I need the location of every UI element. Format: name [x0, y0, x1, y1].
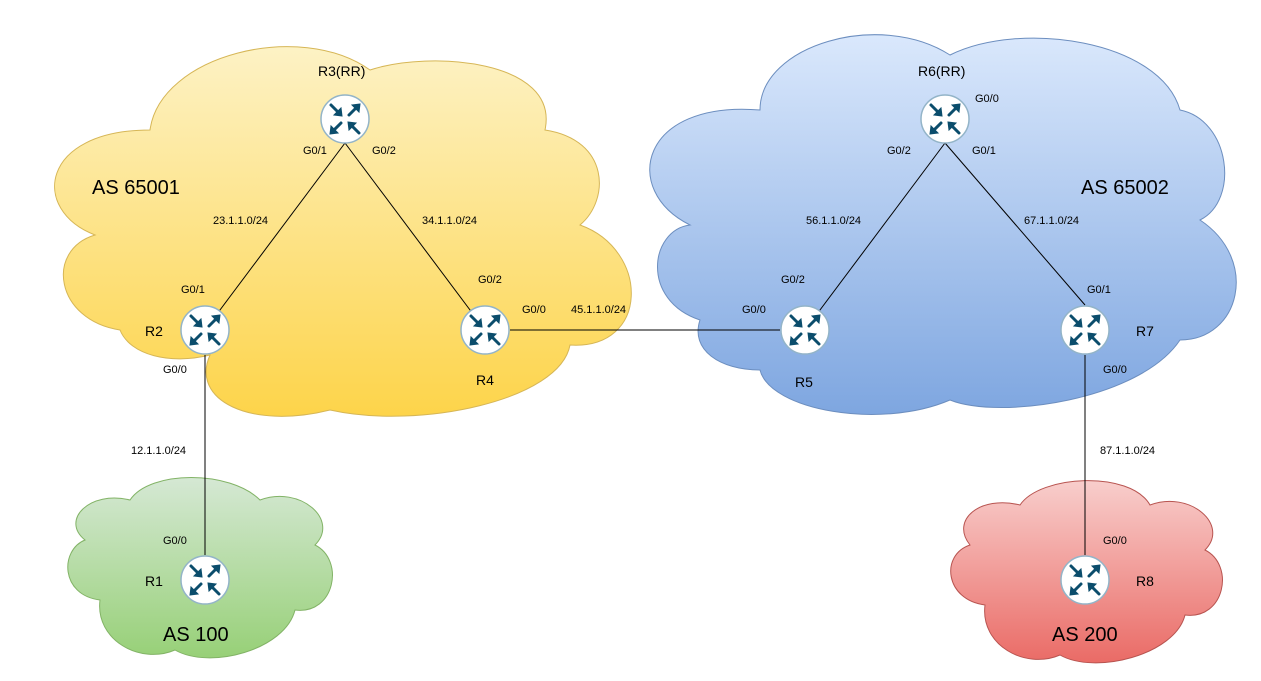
router-r2-icon[interactable]: [179, 304, 231, 356]
interface-label-r3-g02: G0/2: [372, 145, 396, 157]
link-r5-r6: [804, 142, 946, 331]
router-label-r1: R1: [145, 573, 163, 589]
link-r2-r3: [204, 142, 346, 331]
interface-label-r1-g00: G0/0: [163, 535, 187, 547]
interface-label-r4-g00: G0/0: [522, 304, 546, 316]
subnet-label: 12.1.1.0/24: [131, 445, 186, 457]
router-label-r3: R3(RR): [318, 63, 365, 79]
interface-label-r8-g00: G0/0: [1103, 535, 1127, 547]
as-label-100: AS 100: [163, 624, 229, 646]
interface-label-r5-g00: G0/0: [742, 304, 766, 316]
router-r1-icon[interactable]: [179, 554, 231, 606]
interface-label-r5-g02: G0/2: [781, 274, 805, 286]
interface-label-r3-g01: G0/1: [303, 145, 327, 157]
router-label-r7: R7: [1136, 323, 1154, 339]
router-r5-icon[interactable]: [779, 304, 831, 356]
subnet-label: 56.1.1.0/24: [806, 215, 861, 227]
subnet-label: 34.1.1.0/24: [422, 215, 477, 227]
interface-label-r2-g01: G0/1: [181, 284, 205, 296]
interface-label-r6-g00: G0/0: [975, 93, 999, 105]
subnet-label: 45.1.1.0/24: [571, 304, 626, 316]
router-label-r4: R4: [476, 372, 494, 388]
interface-label-r6-g02: G0/2: [887, 145, 911, 157]
subnet-label: 23.1.1.0/24: [213, 215, 268, 227]
subnet-label: 87.1.1.0/24: [1100, 445, 1155, 457]
interface-label-r6-g01: G0/1: [972, 145, 996, 157]
interface-label-r2-g00: G0/0: [163, 364, 187, 376]
as-label-65002: AS 65002: [1081, 177, 1169, 199]
router-r7-icon[interactable]: [1059, 304, 1111, 356]
as-label-65001: AS 65001: [92, 177, 180, 199]
router-label-r2: R2: [145, 323, 163, 339]
router-label-r6: R6(RR): [918, 63, 965, 79]
cloud-as65002: [649, 34, 1237, 415]
router-r6-icon[interactable]: [919, 93, 971, 145]
router-r4-icon[interactable]: [459, 304, 511, 356]
router-r3-icon[interactable]: [319, 93, 371, 145]
link-r6-r7: [944, 142, 1086, 306]
interface-label-r7-g00: G0/0: [1103, 364, 1127, 376]
interface-label-r7-g01: G0/1: [1087, 284, 1111, 296]
as-label-200: AS 200: [1052, 624, 1118, 646]
router-label-r8: R8: [1136, 573, 1154, 589]
link-r3-r4: [344, 142, 486, 331]
subnet-label: 67.1.1.0/24: [1024, 215, 1079, 227]
router-label-r5: R5: [795, 374, 813, 390]
router-r8-icon[interactable]: [1059, 554, 1111, 606]
interface-label-r4-g02: G0/2: [478, 274, 502, 286]
